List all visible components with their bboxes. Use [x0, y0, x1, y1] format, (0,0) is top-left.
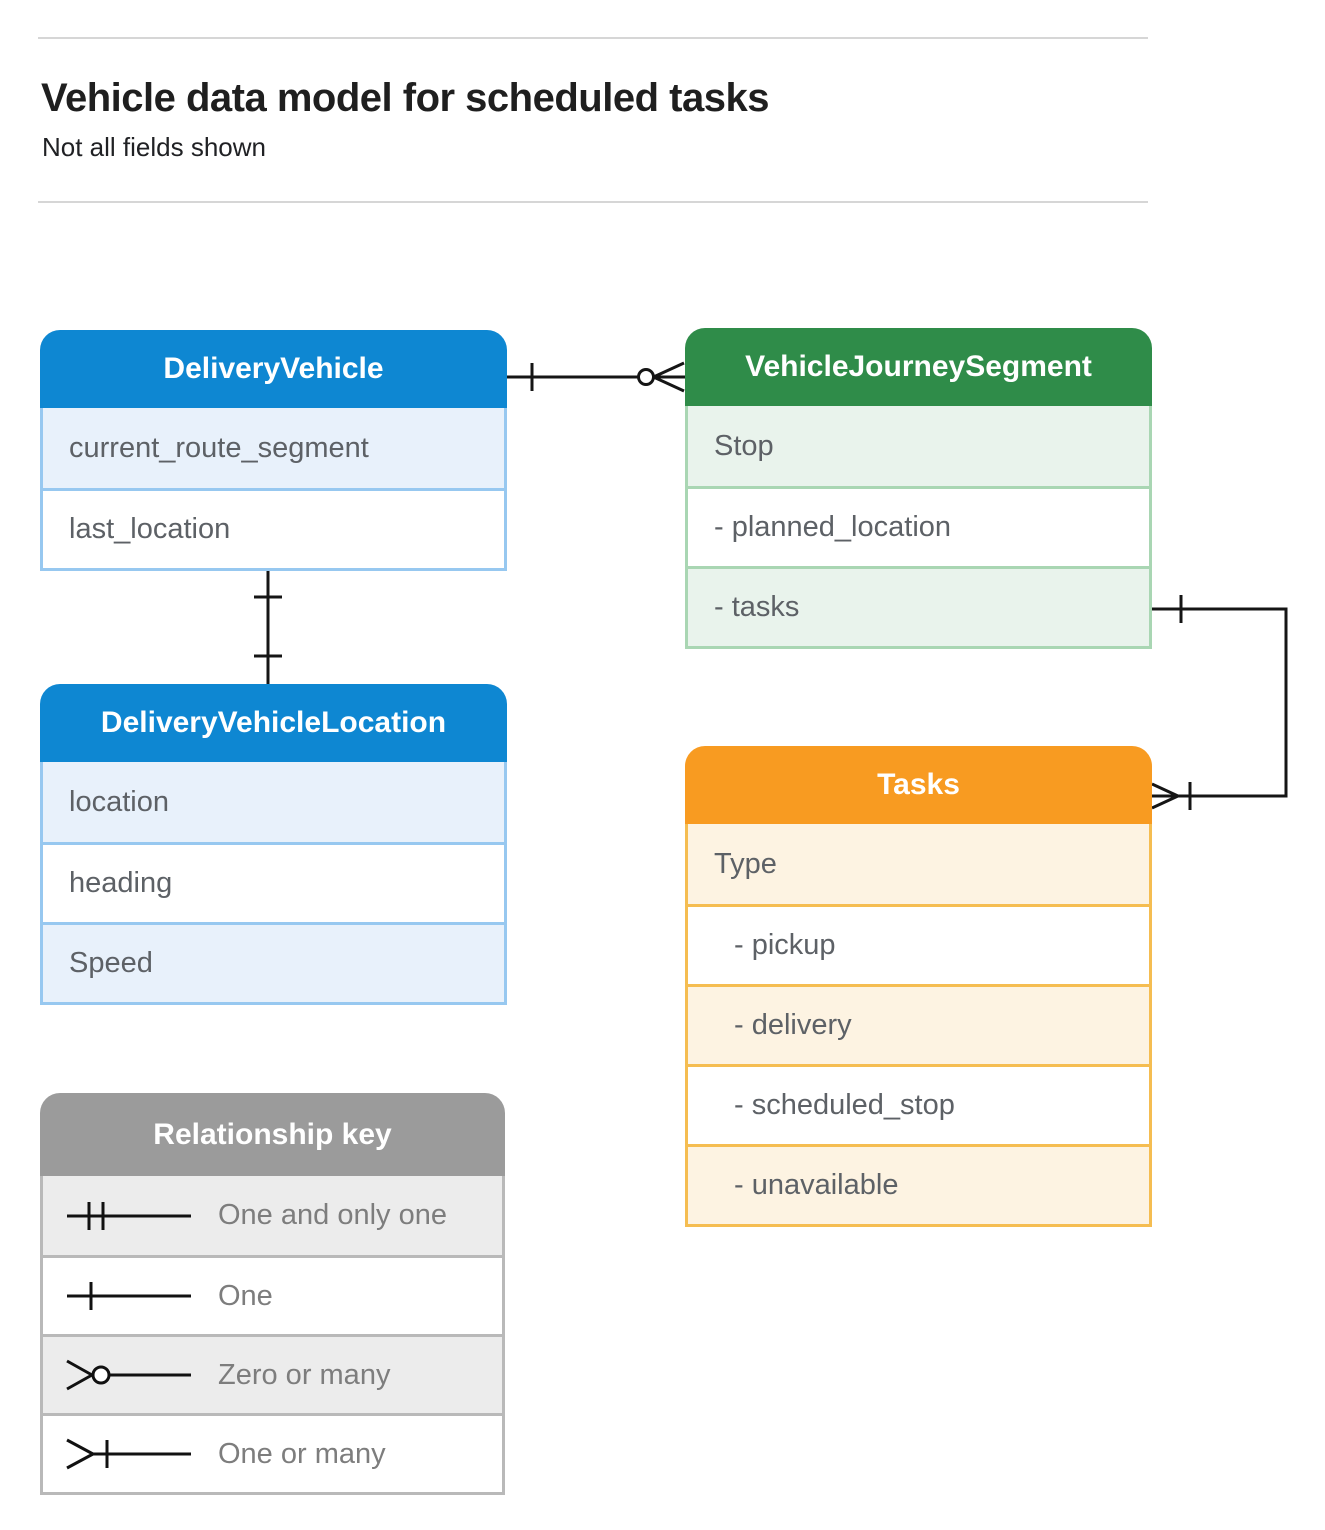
entity-row: - scheduled_stop — [688, 1064, 1149, 1144]
entity-row: location — [43, 762, 504, 842]
one-and-only-one-symbol-icon — [67, 1201, 191, 1230]
page-title: Vehicle data model for scheduled tasks — [41, 76, 769, 120]
entity-row: last_location — [43, 488, 504, 568]
entity-row: - pickup — [688, 904, 1149, 984]
divider-bottom — [38, 201, 1148, 203]
legend-header: Relationship key — [40, 1093, 505, 1176]
legend-row: Zero or many — [43, 1334, 502, 1413]
legend-title: Relationship key — [153, 1117, 392, 1151]
legend-row: One and only one — [43, 1176, 502, 1255]
entity-rows: Stop - planned_location - tasks — [685, 406, 1152, 649]
connector-deliveryvehicle-to-deliveryvehiclelocation — [254, 568, 282, 684]
relationship-key: Relationship key One and only one One — [40, 1093, 505, 1495]
entity-title: VehicleJourneySegment — [745, 350, 1092, 383]
entity-row: Speed — [43, 922, 504, 1002]
legend-rows: One and only one One Zer — [40, 1176, 505, 1495]
entity-tasks: Tasks Type - pickup - delivery - schedul… — [685, 746, 1152, 1227]
entity-rows: location heading Speed — [40, 762, 507, 1005]
entity-delivery-vehicle-location: DeliveryVehicleLocation location heading… — [40, 684, 507, 1005]
entity-delivery-vehicle: DeliveryVehicle current_route_segment la… — [40, 330, 507, 571]
entity-vehicle-journey-segment: VehicleJourneySegment Stop - planned_loc… — [685, 328, 1152, 649]
entity-row: Stop — [688, 406, 1149, 486]
entity-header: DeliveryVehicle — [40, 330, 507, 408]
divider-top — [38, 37, 1148, 39]
entity-row: heading — [43, 842, 504, 922]
entity-row: current_route_segment — [43, 408, 504, 488]
entity-rows: current_route_segment last_location — [40, 408, 507, 571]
entity-row: - delivery — [688, 984, 1149, 1064]
entity-row: - tasks — [688, 566, 1149, 646]
entity-title: DeliveryVehicleLocation — [100, 706, 447, 739]
many-crowfoot-icon — [652, 361, 685, 393]
entity-rows: Type - pickup - delivery - scheduled_sto… — [685, 824, 1152, 1227]
entity-row: Type — [688, 824, 1149, 904]
entity-title: DeliveryVehicle — [163, 352, 384, 385]
entity-header: VehicleJourneySegment — [685, 328, 1152, 406]
one-symbol-icon — [67, 1282, 191, 1310]
entity-header: DeliveryVehicleLocation — [40, 684, 507, 762]
zero-circle-icon — [637, 368, 655, 386]
zero-or-many-symbol-icon — [66, 1359, 191, 1391]
one-or-many-symbol-icon — [66, 1438, 191, 1470]
entity-title: Tasks — [877, 768, 960, 801]
many-crowfoot-icon — [1151, 782, 1179, 810]
connector-deliveryvehicle-to-vehiclejourneysegment — [507, 361, 685, 393]
page-subtitle: Not all fields shown — [42, 132, 266, 162]
legend-row: One — [43, 1255, 502, 1334]
entity-row: - planned_location — [688, 486, 1149, 566]
legend-row: One or many — [43, 1413, 502, 1492]
entity-row: - unavailable — [688, 1144, 1149, 1224]
entity-header: Tasks — [685, 746, 1152, 824]
connector-vehiclejourneysegment-tasks-to-tasks — [1151, 595, 1288, 810]
